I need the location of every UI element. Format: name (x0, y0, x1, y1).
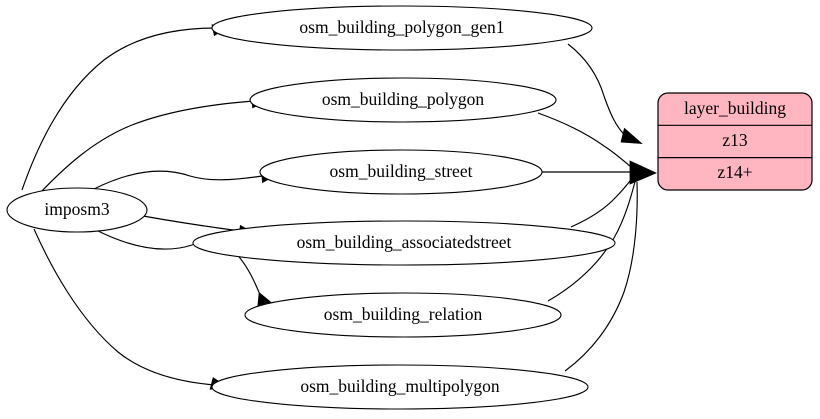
arrowhead-icon (620, 127, 643, 144)
node-label: osm_building_street (330, 161, 473, 181)
node-osm_building_polygon[interactable]: osm_building_polygon (249, 77, 557, 123)
edge-path (567, 43, 629, 139)
node-label: osm_building_polygon_gen1 (299, 17, 504, 37)
edge-path (570, 173, 637, 228)
node-osm_building_relation[interactable]: osm_building_relation (244, 292, 562, 338)
node-shape[interactable] (249, 77, 557, 123)
edge-imposm3-to-osm_building_street (93, 170, 280, 190)
node-imposm3[interactable]: imposm3 (6, 187, 148, 233)
node-osm_building_street[interactable]: osm_building_street (259, 149, 543, 195)
edge-path (537, 112, 637, 172)
node-layer_building[interactable]: layer_building z13 z14+ (657, 92, 813, 191)
edge-group-tables-to-layer (537, 43, 657, 372)
edge-path (564, 181, 638, 372)
edge-imposm3-to-osm_building_multipolygon (33, 228, 229, 390)
edge-path (39, 100, 255, 194)
layer-title-label: layer_building (684, 98, 786, 118)
edge-osm_building_relation-to-layer_building-z14 (547, 177, 637, 302)
edge-path (33, 228, 216, 386)
node-label: osm_building_polygon (322, 89, 485, 109)
edge-osm_building_polygon_gen1-to-layer_building-z13 (567, 43, 643, 144)
edge-path (95, 229, 263, 301)
edge-osm_building_polygon-to-layer_building-z14 (537, 112, 637, 172)
node-shape[interactable] (6, 187, 148, 233)
node-shape[interactable] (211, 5, 593, 51)
node-osm_building_multipolygon[interactable]: osm_building_multipolygon (211, 364, 589, 410)
node-shape[interactable] (259, 149, 543, 195)
edge-path (21, 27, 217, 191)
layer-row-z13-label: z13 (722, 130, 748, 150)
node-label: osm_building_relation (324, 304, 483, 324)
node-shape[interactable] (192, 220, 616, 266)
node-label: osm_building_multipolygon (300, 376, 500, 396)
node-shape[interactable] (211, 364, 589, 410)
node-osm_building_polygon_gen1[interactable]: osm_building_polygon_gen1 (211, 5, 593, 51)
edge-path (142, 215, 241, 232)
node-label: imposm3 (44, 199, 109, 219)
edge-osm_building_associatedstreet-to-layer_building-z14 (570, 173, 637, 228)
edge-imposm3-to-osm_building_polygon_gen1 (21, 24, 231, 191)
layer-row-z14-label: z14+ (717, 162, 752, 182)
edge-imposm3-to-osm_building_polygon (39, 96, 270, 194)
arrowhead-icon (629, 160, 657, 185)
node-label: osm_building_associatedstreet (297, 232, 512, 252)
node-osm_building_associatedstreet[interactable]: osm_building_associatedstreet (192, 220, 616, 266)
node-shape[interactable] (244, 292, 562, 338)
edge-path (93, 170, 263, 190)
edge-path (547, 177, 637, 302)
layer-record-box[interactable] (657, 92, 813, 191)
edge-osm_building_multipolygon-to-layer_building-z14 (564, 181, 638, 372)
